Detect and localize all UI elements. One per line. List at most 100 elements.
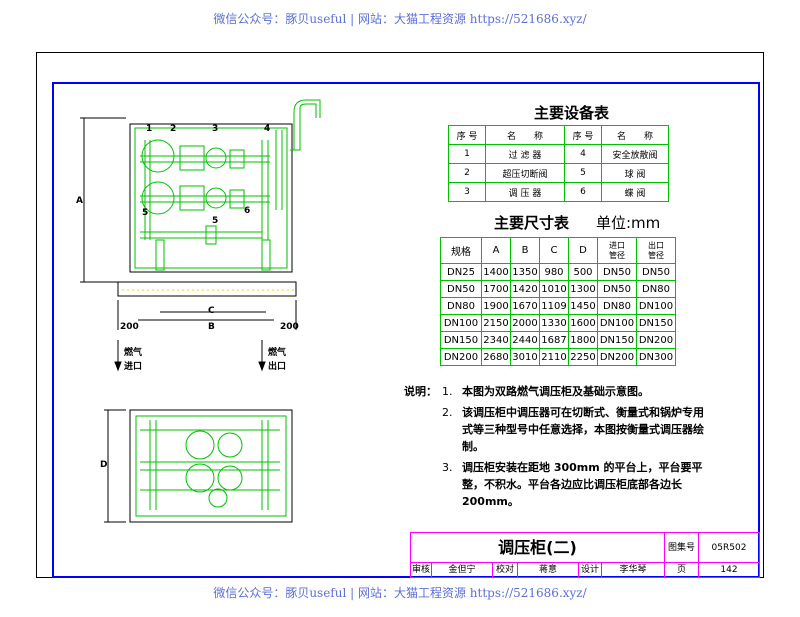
dim-cell: 2110 [539,348,569,366]
dim-cell: 1330 [539,314,569,332]
dim-cell: DN80 [597,297,637,315]
dim-cell: DN150 [597,331,637,349]
dim-label-a: A [76,196,83,206]
dim-cell: DN200 [636,331,676,349]
eq-cell: 5 [564,163,602,183]
dim-header: C [539,237,569,264]
eq-header: 名 称 [601,125,669,145]
note-text: 本图为双路燃气调压柜及基础示意图。 [462,385,649,398]
gas-inlet-label: 燃气 进口 [124,348,143,372]
dim-header: 进口 管径 [597,237,637,264]
dim-cell: 2680 [481,348,511,366]
dim-cell: DN100 [440,314,482,332]
note-number: 3. [442,461,453,474]
drawing-title: 调压柜(二) [411,533,665,563]
dimension-table-unit: 单位:mm [596,214,661,232]
dim-label-d: D [100,460,108,470]
eq-cell: 2 [448,163,486,183]
dim-cell: 1420 [510,280,540,298]
eq-cell: 蝶 阀 [601,182,669,202]
dim-cell: DN50 [636,263,676,281]
dim-label-c: C [208,306,215,316]
dim-cell: DN100 [597,314,637,332]
dim-200-left: 200 [120,322,139,332]
note-number: 2. [442,406,453,419]
dim-header: D [568,237,598,264]
checker-name: 蒋意 [518,563,579,577]
eq-cell: 安全放散阀 [601,144,669,164]
dim-cell: 1600 [568,314,598,332]
dim-cell: DN80 [440,297,482,315]
watermark-top: 微信公众号：豚贝useful | 网站：大猫工程资源 https://52168… [213,12,587,26]
label-num-2: 2 [170,124,177,134]
label-num-3: 3 [212,124,219,134]
eq-header: 名 称 [485,125,565,145]
dim-header: 出口 管径 [636,237,676,264]
dim-200-right: 200 [280,322,299,332]
dim-cell: DN200 [597,348,637,366]
designer-name: 李华琴 [602,563,665,577]
watermark-bottom: 微信公众号：豚贝useful | 网站：大猫工程资源 https://52168… [213,586,587,600]
review-label: 审核 [411,563,432,577]
dim-cell: DN100 [636,297,676,315]
eq-cell: 3 [448,182,486,202]
eq-header: 序 号 [448,125,486,145]
dim-header: 规格 [440,237,482,264]
dim-cell: DN150 [636,314,676,332]
dim-cell: 1687 [539,331,569,349]
dim-cell: 1800 [568,331,598,349]
dim-cell: 1010 [539,280,569,298]
eq-cell: 球 阀 [601,163,669,183]
dim-cell: DN150 [440,331,482,349]
eq-cell: 1 [448,144,486,164]
dim-cell: 1300 [568,280,598,298]
eq-cell: 4 [564,144,602,164]
dim-cell: 1900 [481,297,511,315]
dim-cell: 2000 [510,314,540,332]
dim-cell: 1109 [539,297,569,315]
dim-cell: 1400 [481,263,511,281]
dim-cell: 1700 [481,280,511,298]
note-number: 1. [442,385,453,398]
page-label: 页 [665,563,699,577]
gas-outlet-label: 燃气 出口 [268,348,287,372]
dim-cell: 2440 [510,331,540,349]
atlas-number-label: 图集号 [665,533,699,563]
dim-label-b: B [208,322,215,332]
dim-header: B [510,237,540,264]
dim-cell: DN50 [440,280,482,298]
dim-cell: 3010 [510,348,540,366]
label-num-5a: 5 [142,208,149,218]
title-block: 调压柜(二) 图集号 05R502 审核 金但宁 校对 蒋意 设计 李华琴 页 … [410,532,760,578]
inner-frame [52,82,760,578]
reviewer-name: 金但宁 [432,563,493,577]
dim-cell: DN50 [597,263,637,281]
dim-cell: 1350 [510,263,540,281]
dim-cell: 2250 [568,348,598,366]
label-num-6: 6 [244,206,251,216]
dim-header: A [481,237,511,264]
eq-header: 序 号 [564,125,602,145]
dim-cell: 2340 [481,331,511,349]
dim-cell: DN80 [636,280,676,298]
label-num-1: 1 [146,124,153,134]
dim-cell: DN50 [597,280,637,298]
dim-cell: 2150 [481,314,511,332]
dim-cell: DN25 [440,263,482,281]
dim-cell: DN300 [636,348,676,366]
dim-cell: 980 [539,263,569,281]
label-num-5b: 5 [212,216,219,226]
page-number: 142 [720,565,738,575]
note-text: 该调压柜中调压器可在切断式、衡量式和锅炉专用式等三种型号中任意选择，本图按衡量式… [462,406,704,453]
check-label: 校对 [493,563,518,577]
dim-cell: 1670 [510,297,540,315]
notes-section: 说明： 1. 本图为双路燃气调压柜及基础示意图。 2. 该调压柜中调压器可在切断… [404,383,710,510]
dimension-table-title: 主要尺寸表 [494,214,570,232]
atlas-number: 05R502 [699,533,759,563]
dim-cell: DN200 [440,348,482,366]
dim-cell: 1450 [568,297,598,315]
eq-cell: 调 压 器 [485,182,565,202]
